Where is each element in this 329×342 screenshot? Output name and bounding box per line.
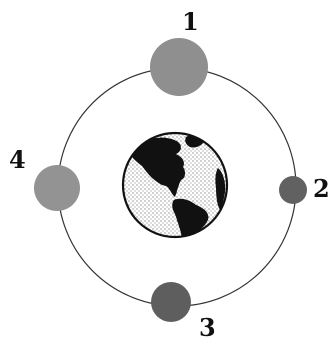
south-america-landmass — [172, 198, 209, 237]
moon-position-3 — [151, 282, 191, 322]
position-label-2: 2 — [313, 174, 329, 203]
position-label-3: 3 — [199, 313, 216, 342]
moon-position-2 — [279, 176, 307, 204]
north-america-landmass — [128, 137, 186, 197]
moon-position-4 — [34, 165, 80, 211]
earth-globe — [121, 131, 229, 239]
africa-edge-landmass — [215, 168, 226, 210]
position-label-4: 4 — [9, 145, 26, 174]
moon-position-1 — [150, 38, 208, 96]
position-label-1: 1 — [182, 7, 199, 36]
